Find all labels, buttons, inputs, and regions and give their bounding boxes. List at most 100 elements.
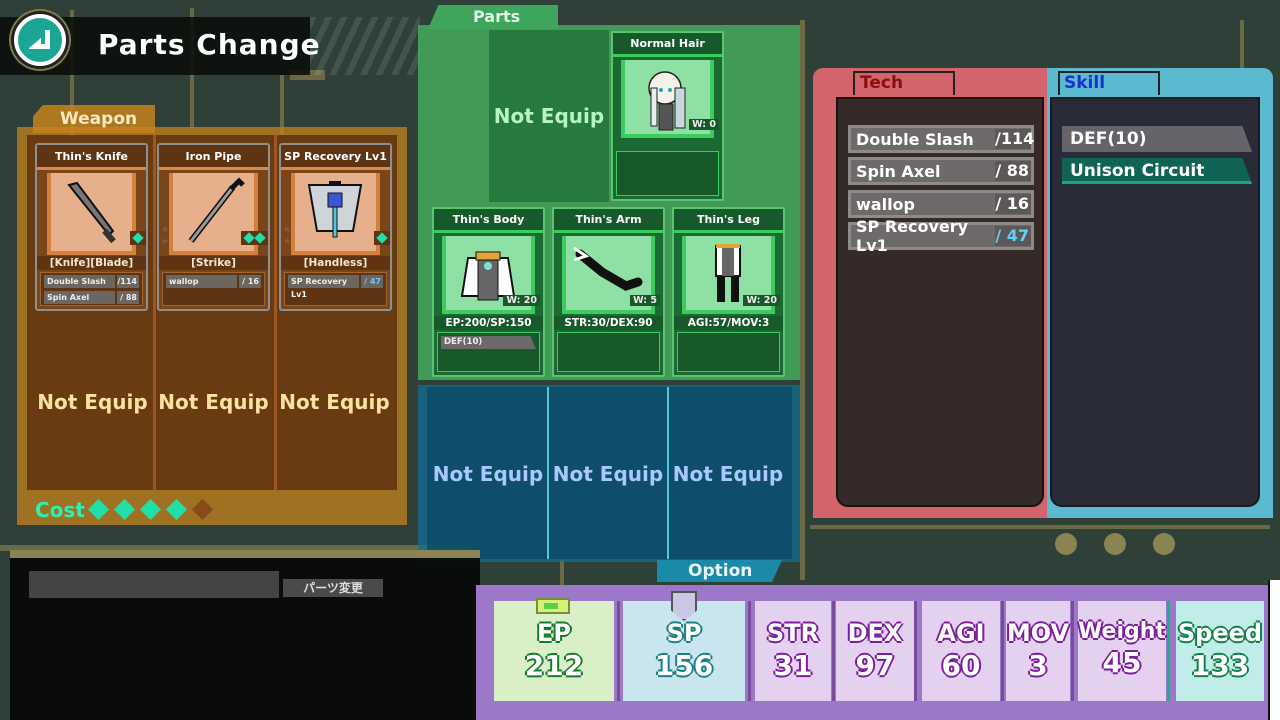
weapon-column-divider xyxy=(153,135,156,490)
weapon-tab[interactable] xyxy=(33,105,155,133)
weapon-slot-empty[interactable]: Not Equip xyxy=(158,390,269,414)
gem-indicator xyxy=(130,231,146,245)
option-slot-empty[interactable]: Not Equip xyxy=(432,462,544,486)
parts-skill-list xyxy=(677,332,780,372)
weapon-card-title: Iron Pipe xyxy=(159,145,268,170)
chip-icon xyxy=(291,173,380,255)
option-tab-label: Option xyxy=(688,561,753,581)
tech-tab[interactable] xyxy=(853,71,955,95)
weight-label: W: 5 xyxy=(630,295,660,306)
star-icon: ★ xyxy=(283,225,292,235)
gem-icon xyxy=(376,232,388,244)
gem-indicator xyxy=(374,231,390,245)
tech-item[interactable]: wallop/ 16 xyxy=(848,190,1034,218)
gem-indicator xyxy=(241,231,268,245)
weapon-tag: [Handless] xyxy=(281,256,390,270)
stat-weight: Weight 45 xyxy=(1078,601,1166,701)
stat-speed: Speed 133 xyxy=(1176,601,1264,701)
tech-item[interactable]: Spin Axel/ 88 xyxy=(848,157,1034,185)
parts-card-thins-arm[interactable]: Thin's Arm W: 5 STR:30/DEX:90 xyxy=(552,207,665,377)
tech-item[interactable]: SP Recovery Lv1/ 47 xyxy=(848,217,1034,255)
weapon-card-iron-pipe[interactable]: Iron Pipe ★ ★ [Strike] wallop/ 16 xyxy=(157,143,270,311)
page-title: Parts Change xyxy=(98,28,321,61)
tech-tab-label: Tech xyxy=(860,73,904,93)
message-text-area xyxy=(29,571,279,598)
weapon-tag: [Knife][Blade] xyxy=(37,256,146,270)
parts-card-thins-leg[interactable]: Thin's Leg W: 20 AGI:57/MOV:3 xyxy=(672,207,785,377)
skill-tab-label: Skill xyxy=(1064,73,1106,93)
parts-card-thins-body[interactable]: Thin's Body W: 20 EP:200/SP:150 DEF(10) xyxy=(432,207,545,377)
weight-label: W: 0 xyxy=(689,119,719,130)
message-label: パーツ変更 xyxy=(283,579,383,597)
parts-skill-item: DEF(10) xyxy=(441,336,536,349)
weapon-skill-item: SP Recovery Lv1/ 47 xyxy=(288,275,383,299)
weapon-skill-item: Spin Axel/ 88 xyxy=(44,291,139,304)
option-slots-area xyxy=(427,387,792,559)
option-tab[interactable] xyxy=(657,560,782,582)
parts-tab[interactable] xyxy=(428,5,558,29)
option-column-divider xyxy=(547,387,549,559)
parts-card-title: Thin's Leg xyxy=(674,209,783,233)
star-icon: ★ xyxy=(283,237,292,247)
parts-card-title: Thin's Arm xyxy=(554,209,663,233)
star-icon: ★ xyxy=(161,225,170,235)
stat-separator xyxy=(1167,601,1170,701)
option-column-divider xyxy=(667,387,669,559)
header-stripe xyxy=(310,17,420,75)
parts-stat: EP:200/SP:150 xyxy=(434,316,543,330)
parts-card-normal-hair[interactable]: Normal Hair W: 0 xyxy=(611,31,724,201)
weapon-slot-empty[interactable]: Not Equip xyxy=(279,390,390,414)
skill-tab[interactable] xyxy=(1058,71,1160,95)
weapon-card-title: SP Recovery Lv1 xyxy=(281,145,390,170)
weapon-slot-empty[interactable]: Not Equip xyxy=(37,390,148,414)
weapon-tag: [Strike] xyxy=(159,256,268,270)
return-arrow-icon xyxy=(29,30,50,49)
skill-item[interactable]: DEF(10) xyxy=(1062,126,1252,152)
weapon-column-divider xyxy=(274,135,277,490)
stat-separator xyxy=(617,601,620,701)
stat-separator xyxy=(1001,601,1004,701)
side-panel-edge xyxy=(1268,580,1280,720)
stat-mov: MOV 3 xyxy=(1006,601,1070,701)
weapon-tab-label: Weapon xyxy=(60,109,138,129)
parts-tab-label: Parts xyxy=(473,7,521,26)
cost-label: Cost xyxy=(35,498,85,522)
tech-item[interactable]: Double Slash/114 xyxy=(848,125,1034,153)
gem-icon xyxy=(243,232,255,244)
weapon-skill-list: wallop/ 16 xyxy=(162,272,265,306)
option-slot-empty[interactable]: Not Equip xyxy=(672,462,784,486)
weapon-skill-list: SP Recovery Lv1/ 47 xyxy=(284,272,387,306)
weight-label: W: 20 xyxy=(743,295,780,306)
skill-item-selected[interactable]: Unison Circuit xyxy=(1062,158,1252,184)
hair-skill-area xyxy=(616,151,719,196)
parts-stat: STR:30/DEX:90 xyxy=(554,316,663,330)
knife-icon xyxy=(47,173,136,255)
parts-skill-list xyxy=(557,332,660,372)
weapon-skill-item: wallop/ 16 xyxy=(166,275,261,288)
parts-skill-list: DEF(10) xyxy=(437,332,540,372)
stat-dex: DEX 97 xyxy=(836,601,914,701)
stat-str: STR 31 xyxy=(755,601,831,701)
gem-icon xyxy=(132,232,144,244)
star-icon: ★ xyxy=(161,237,170,247)
stat-separator xyxy=(1071,601,1074,701)
back-button[interactable] xyxy=(14,14,66,66)
battery-icon xyxy=(536,598,570,614)
weapon-skill-item: Double Slash/114 xyxy=(44,275,139,288)
weapon-skill-list: Double Slash/114 Spin Axel/ 88 xyxy=(40,272,143,306)
weapon-card-title: Thin's Knife xyxy=(37,145,146,170)
gem-icon xyxy=(254,232,266,244)
parts-card-title: Thin's Body xyxy=(434,209,543,233)
weapon-card-sp-recovery[interactable]: SP Recovery Lv1 ★ ★ [Handless] SP Recove… xyxy=(279,143,392,311)
pipe-icon xyxy=(169,173,258,255)
head-slot[interactable] xyxy=(489,30,609,202)
parts-stat: AGI:57/MOV:3 xyxy=(674,316,783,330)
option-slot-empty[interactable]: Not Equip xyxy=(552,462,664,486)
weapon-card-thins-knife[interactable]: Thin's Knife [Knife][Blade] Double Slash… xyxy=(35,143,148,311)
stat-separator xyxy=(914,601,917,701)
stat-separator xyxy=(748,601,751,701)
parts-card-title: Normal Hair xyxy=(613,33,722,57)
head-slot-empty: Not Equip xyxy=(493,104,605,128)
stat-separator xyxy=(832,601,835,701)
weight-label: W: 20 xyxy=(503,295,540,306)
